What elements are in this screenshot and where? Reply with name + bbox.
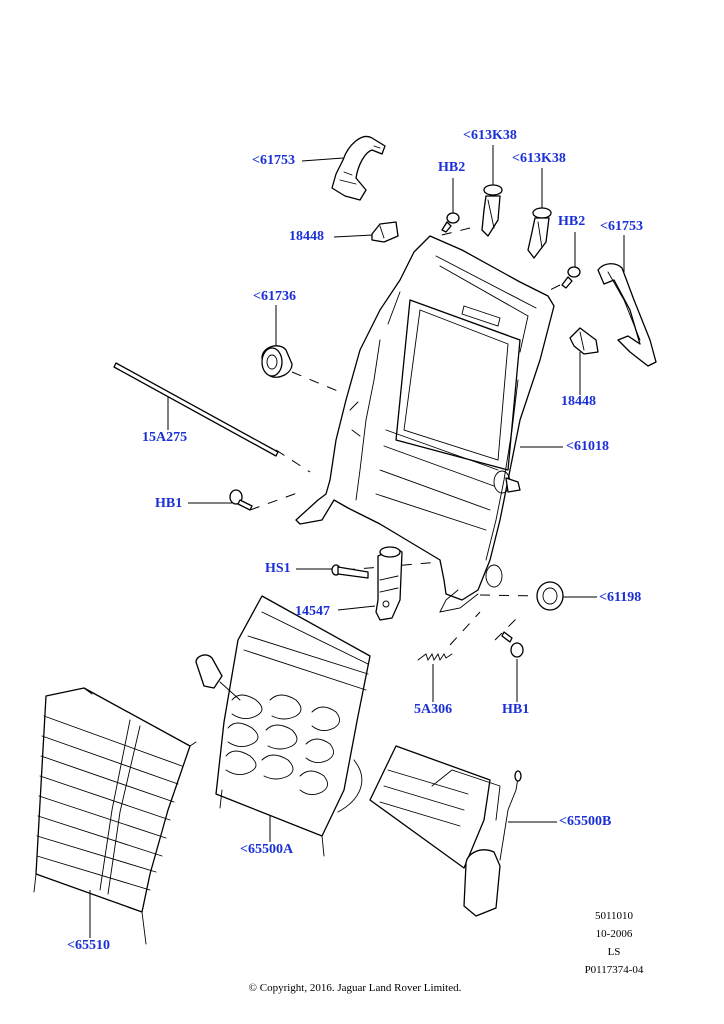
side-trim-upper-right: [597, 263, 657, 367]
bolt-hb2-right: [561, 266, 581, 289]
callout-14547: 14547: [295, 604, 330, 619]
recliner-bushing: [261, 345, 293, 378]
callout-18448-right: 18448: [561, 394, 596, 409]
back-panel-grid: [33, 687, 197, 945]
callout-hb2-right: HB2: [558, 214, 586, 229]
wire-rod: [113, 362, 279, 457]
callout-613k38-top: <613K38: [463, 128, 517, 143]
headrest-guide-right: [527, 207, 552, 259]
bolt-hb2-left: [441, 212, 460, 233]
screw-hs1: [331, 564, 369, 579]
recliner-motor: [375, 546, 403, 621]
seat-back-frame: [295, 235, 555, 613]
bolt-hb1-left: [229, 489, 253, 511]
lumbar-pump-assembly: [369, 745, 522, 917]
callout-61018: <61018: [566, 439, 609, 454]
callout-5a306: 5A306: [414, 702, 453, 717]
bolt-hb1-bottom: [501, 631, 524, 658]
reference-date: 10-2006: [595, 928, 633, 940]
reference-initials: LS: [607, 946, 621, 958]
callout-hs1: HS1: [265, 561, 291, 576]
callout-hb1-bottom: HB1: [502, 702, 530, 717]
clip-right: [569, 327, 599, 355]
reference-part-number: P0117374-04: [584, 964, 644, 976]
callout-hb2-left: HB2: [438, 160, 466, 175]
callout-18448-left: 18448: [289, 229, 324, 244]
clip-left: [371, 221, 399, 243]
callout-65500a: <65500A: [240, 842, 294, 857]
spring: [417, 652, 453, 662]
callout-65500b: <65500B: [559, 814, 612, 829]
callout-61736: <61736: [253, 289, 296, 304]
callout-613k38-mid: <613K38: [512, 151, 566, 166]
leader-lines: [89, 145, 625, 938]
callout-61198: <61198: [599, 590, 642, 605]
callout-61753-left: <61753: [252, 153, 295, 168]
callout-61753-right: <61753: [600, 219, 643, 234]
side-trim-upper-left: [331, 135, 386, 201]
callout-hb1-left: HB1: [155, 496, 183, 511]
lumbar-support-mat: [195, 595, 371, 857]
headrest-guide-left: [481, 184, 503, 237]
reference-code: 5011010: [594, 910, 634, 922]
copyright-notice: © Copyright, 2016. Jaguar Land Rover Lim…: [248, 982, 462, 994]
callout-15a275: 15A275: [142, 430, 188, 445]
callout-65510: <65510: [67, 938, 110, 953]
recliner-cover-cap: [536, 581, 564, 611]
